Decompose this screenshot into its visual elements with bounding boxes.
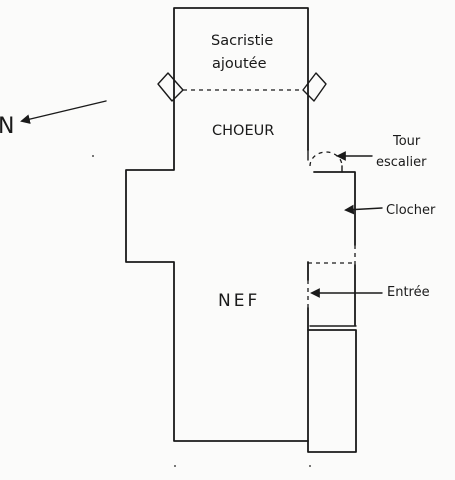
church-outline xyxy=(125,7,356,442)
label-clocher: Clocher xyxy=(386,203,436,218)
stair-tower xyxy=(309,151,343,167)
ink-dot xyxy=(309,465,311,467)
label-sacristie-line1: Sacristie xyxy=(211,33,273,49)
ink-dot xyxy=(92,155,94,157)
label-north: N xyxy=(0,114,14,139)
label-choeur: CHOEUR xyxy=(212,123,274,139)
label-tour-line1: Tour xyxy=(392,134,421,149)
arrow-clocher xyxy=(344,204,383,215)
label-nef: NEF xyxy=(218,291,260,311)
buttress-left xyxy=(157,72,184,102)
buttress-right xyxy=(302,72,327,102)
label-sacristie-line2: ajoutée xyxy=(212,56,267,72)
label-entree: Entrée xyxy=(387,285,430,300)
arrow-north xyxy=(20,100,107,124)
ink-dot xyxy=(174,465,176,467)
label-tour-line2: escalier xyxy=(376,155,427,170)
tower-base xyxy=(307,329,357,453)
